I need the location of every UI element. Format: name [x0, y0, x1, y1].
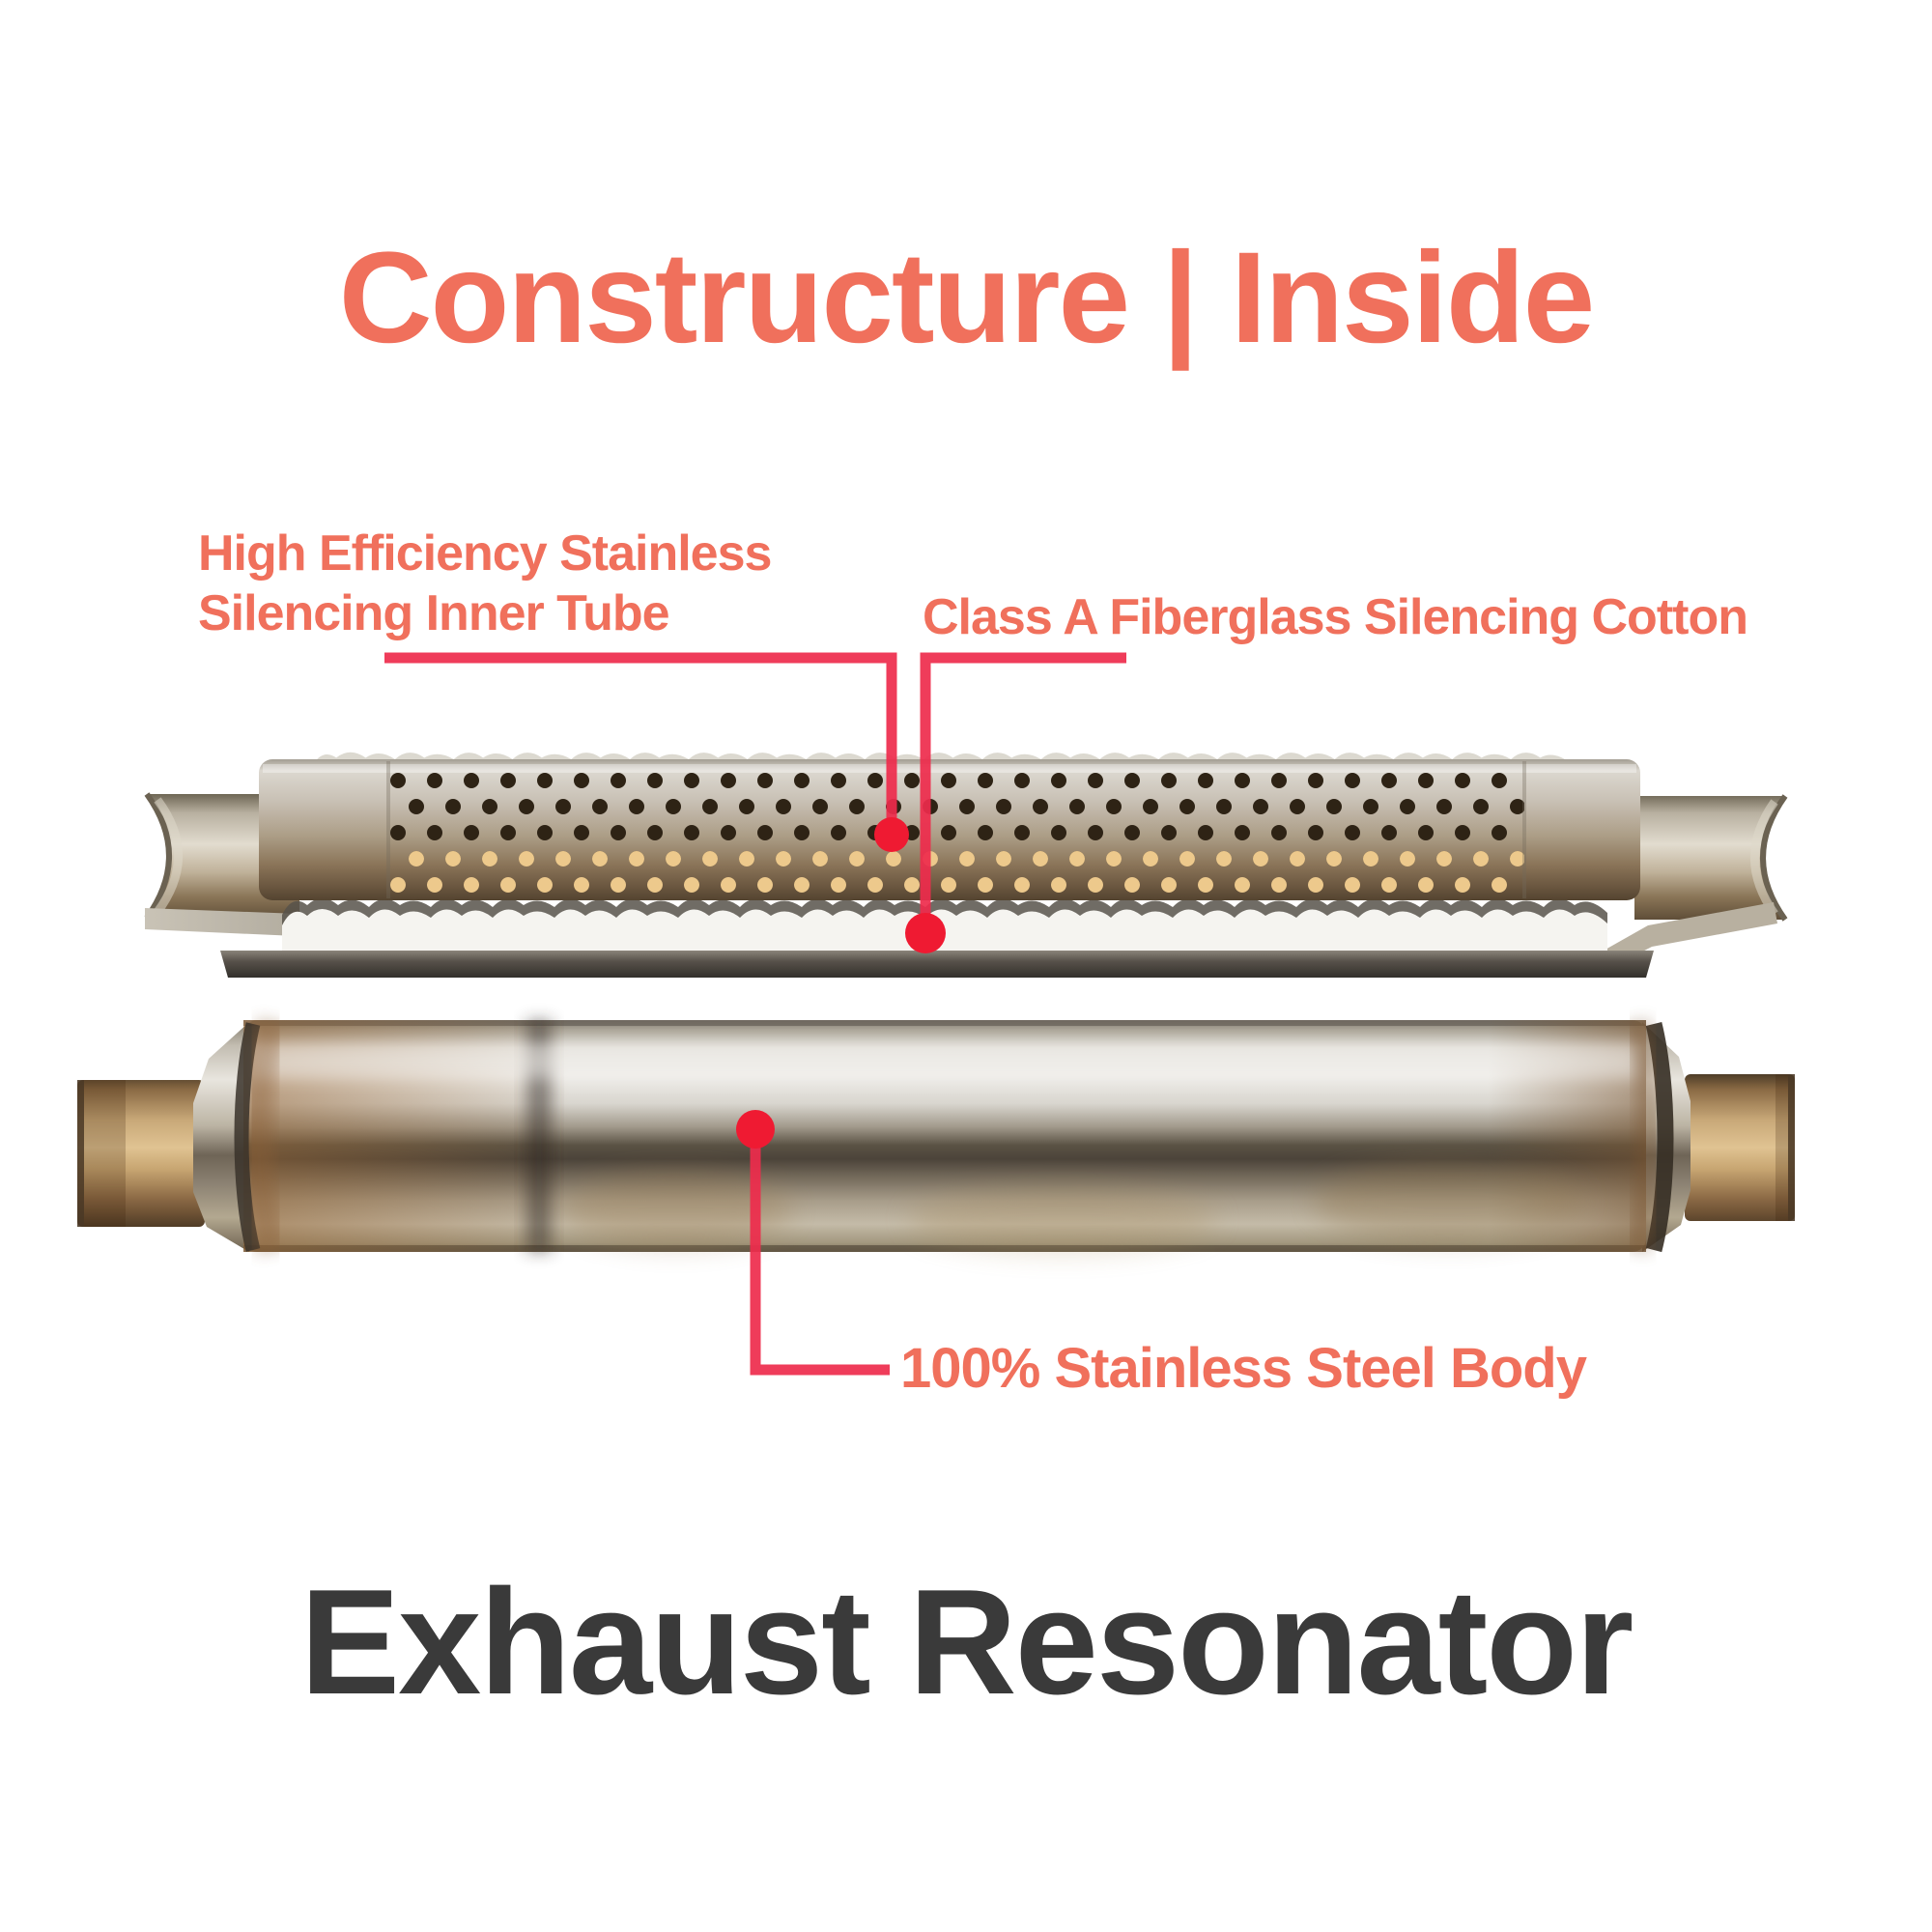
assembled-view-figure [77, 1017, 1795, 1255]
stainless-steel-body [243, 1020, 1646, 1252]
exploded-view-figure [144, 752, 1788, 978]
callout-line-fiberglass [920, 652, 1126, 916]
left-heat-tint-ring [243, 1017, 287, 1255]
shell-lower-strip [220, 951, 1654, 978]
left-end-cap [193, 1022, 249, 1252]
callout-line-steel-body [750, 1142, 890, 1376]
callout-line-inner-tube [384, 652, 897, 821]
right-heat-tint-ring [1624, 1018, 1662, 1254]
page-title: Constructure | Inside [338, 225, 1595, 370]
product-title: Exhaust Resonator [299, 1558, 1634, 1725]
callout-inner-tube-label: High Efficiency Stainless Silencing Inne… [198, 524, 772, 644]
callout-dot-inner-tube [874, 817, 909, 852]
callout-inner-tube-line2: Silencing Inner Tube [198, 585, 670, 642]
left-end-pipe [77, 1080, 205, 1227]
callout-fiberglass-label: Class A Fiberglass Silencing Cotton [923, 589, 1748, 645]
right-weld-seam [1645, 1021, 1674, 1253]
callout-steel-body-label: 100% Stainless Steel Body [900, 1337, 1587, 1400]
callout-dot-steel-body [736, 1110, 775, 1149]
callout-dot-fiberglass [905, 913, 946, 953]
callout-inner-tube-line1: High Efficiency Stainless [198, 526, 772, 582]
shell-right-flange [1604, 902, 1777, 972]
callout-lines [384, 652, 1126, 1376]
right-end-pipe [1685, 1074, 1795, 1221]
outlet-pipe-stub [1634, 794, 1788, 922]
left-weld-seam [234, 1022, 261, 1252]
perforated-inner-tube [259, 759, 1640, 900]
